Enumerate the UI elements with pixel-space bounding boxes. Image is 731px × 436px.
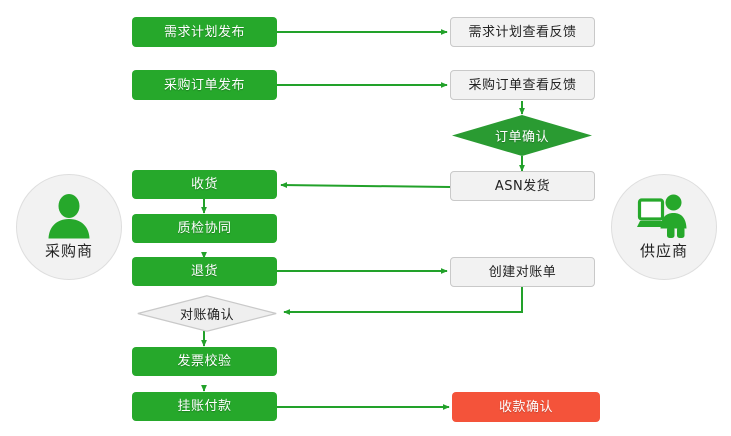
node-demand-plan-feedback[interactable]: 需求计划查看反馈 (450, 17, 595, 47)
node-order-confirm-label: 订单确认 (494, 130, 549, 145)
reconcile-diamond-shape (137, 295, 277, 332)
node-quality-collab[interactable]: 质检协同 (132, 214, 277, 243)
node-po-feedback[interactable]: 采购订单查看反馈 (450, 70, 595, 100)
node-invoice-verify[interactable]: 发票校验 (132, 347, 277, 376)
node-order-confirm[interactable]: 订单确认 (452, 115, 592, 156)
user-avatar-icon (42, 193, 96, 239)
user-at-computer-icon (637, 193, 691, 239)
actor-buyer: 采购商 (16, 174, 122, 280)
node-demand-plan-publish[interactable]: 需求计划发布 (132, 17, 277, 47)
actor-supplier: 供应商 (611, 174, 717, 280)
edge-statement-to-reconcile (283, 287, 523, 315)
node-asn-shipment[interactable]: ASN发货 (450, 171, 595, 201)
node-payable-payment[interactable]: 挂账付款 (132, 392, 277, 421)
node-reconcile-confirm[interactable]: 对账确认 (137, 295, 277, 332)
node-create-statement[interactable]: 创建对账单 (450, 257, 595, 287)
node-receipt-confirm[interactable]: 收款确认 (452, 392, 600, 422)
actor-buyer-label: 采购商 (44, 242, 93, 260)
node-return-goods[interactable]: 退货 (132, 257, 277, 286)
node-po-publish[interactable]: 采购订单发布 (132, 70, 277, 100)
actor-supplier-label: 供应商 (639, 242, 688, 260)
node-reconcile-confirm-label: 对账确认 (179, 308, 234, 323)
order-confirm-diamond-shape (452, 115, 592, 156)
node-goods-receipt[interactable]: 收货 (132, 170, 277, 199)
edge-asn-to-receipt (280, 182, 451, 189)
